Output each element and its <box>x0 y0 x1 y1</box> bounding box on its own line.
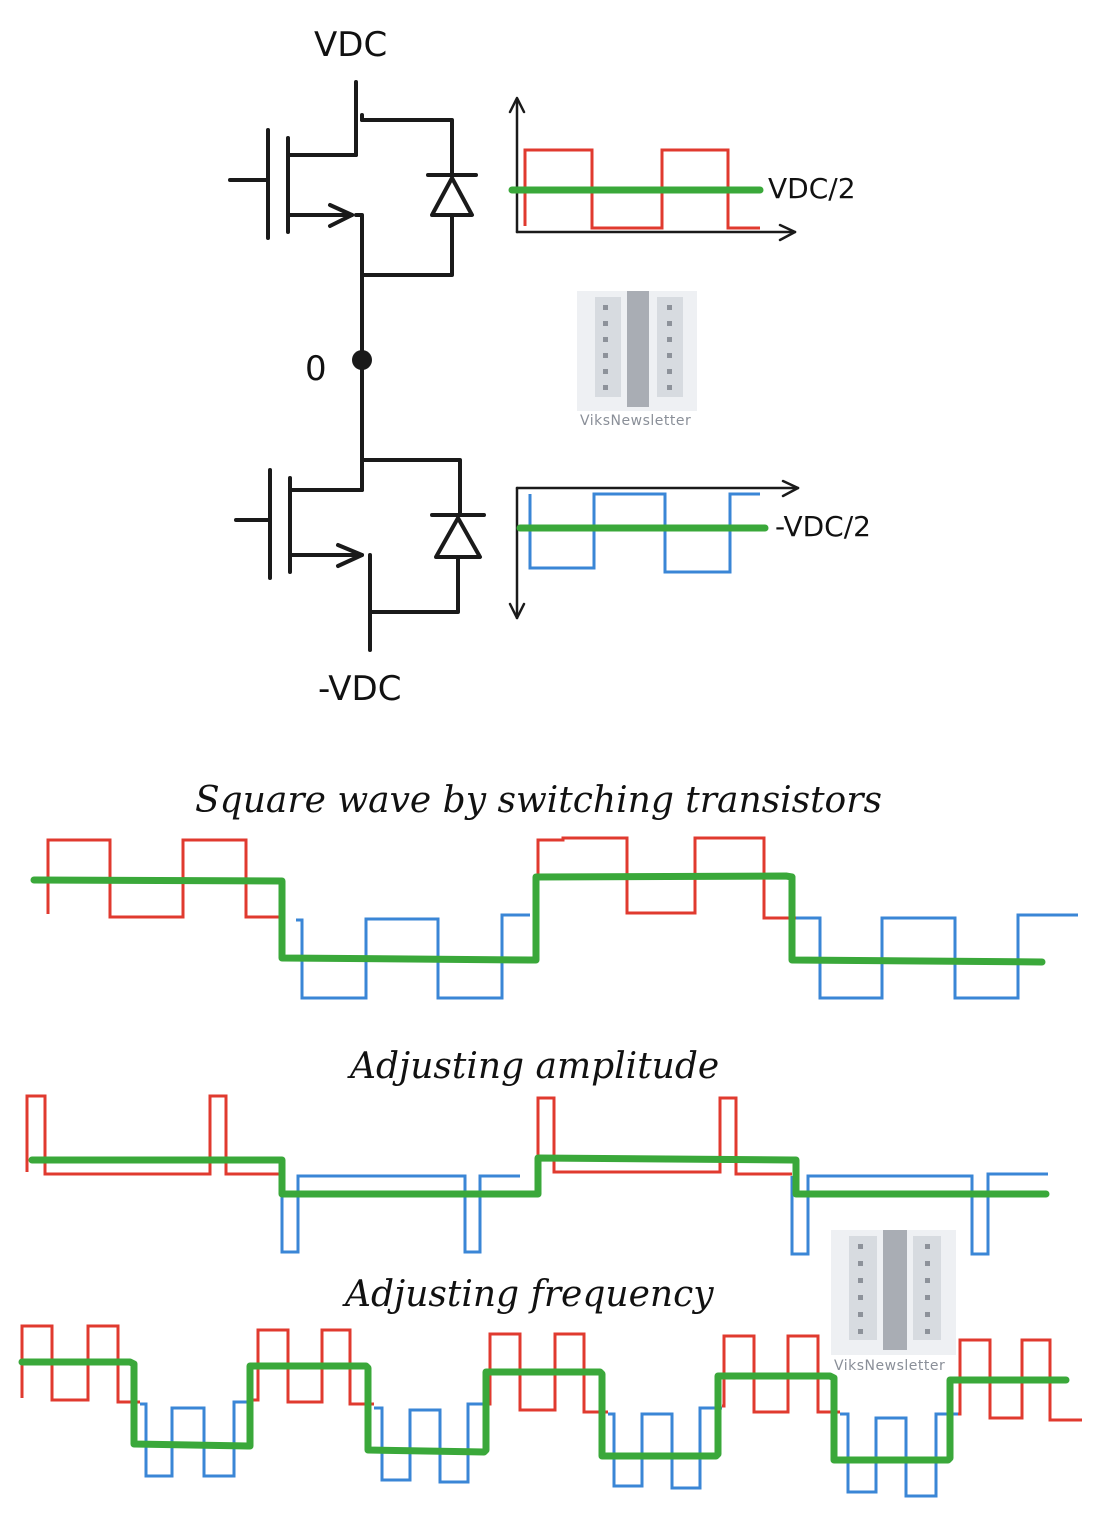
amplitude-plot <box>25 1094 1050 1256</box>
half-bridge-circuit: VDC 0 <box>228 25 486 709</box>
square-wave-plot <box>30 836 1078 1000</box>
square-wave-positive-pulses <box>46 838 280 919</box>
square-wave-title: Square wave by switching transistors <box>195 780 882 821</box>
frequency-plot <box>18 1324 1082 1498</box>
upper-scope-label: VDC/2 <box>768 172 856 205</box>
amplitude-title: Adjusting amplitude <box>347 1046 719 1087</box>
watermark-text: ViksNewsletter <box>580 413 691 429</box>
frequency-negative-pulses-4 <box>840 1412 958 1498</box>
watermark-text-2: ViksNewsletter <box>834 1358 945 1374</box>
frequency-negative-pulses-3 <box>608 1406 722 1490</box>
lower-diode <box>360 458 486 614</box>
amplitude-average <box>28 1154 1050 1198</box>
lower-scope-pulse <box>528 492 760 574</box>
upper-scope: VDC/2 <box>508 96 856 242</box>
square-wave-positive-pulses-2 <box>536 836 796 920</box>
vdc-bottom-label: -VDC <box>318 669 401 709</box>
watermark-logo: ViksNewsletter <box>577 291 697 429</box>
lower-transistor <box>234 458 372 652</box>
frequency-title: Adjusting frequency <box>342 1274 714 1315</box>
frequency-negative-pulses-2 <box>374 1402 488 1484</box>
lower-scope-label: -VDC/2 <box>775 510 871 543</box>
upper-scope-pulse <box>523 148 760 230</box>
upper-transistor <box>228 128 364 277</box>
amplitude-negative-pulses <box>280 1174 520 1254</box>
watermark-logo-2: ViksNewsletter <box>831 1230 956 1374</box>
amplitude-negative-pulses-2 <box>790 1172 1048 1256</box>
lower-scope: -VDC/2 <box>508 479 871 620</box>
upper-diode <box>360 118 478 277</box>
amplitude-positive-pulses <box>25 1094 282 1176</box>
vdc-top-label: VDC <box>314 25 387 65</box>
square-wave-negative-pulses-2 <box>796 913 1078 1000</box>
square-wave-average <box>30 872 1046 966</box>
frequency-average <box>18 1358 1070 1464</box>
amplitude-positive-pulses-2 <box>536 1096 792 1176</box>
midpoint-node <box>352 350 372 370</box>
node-zero-label: 0 <box>305 349 327 389</box>
frequency-negative-pulses <box>140 1400 252 1478</box>
frequency-positive-pulses <box>20 1324 140 1404</box>
